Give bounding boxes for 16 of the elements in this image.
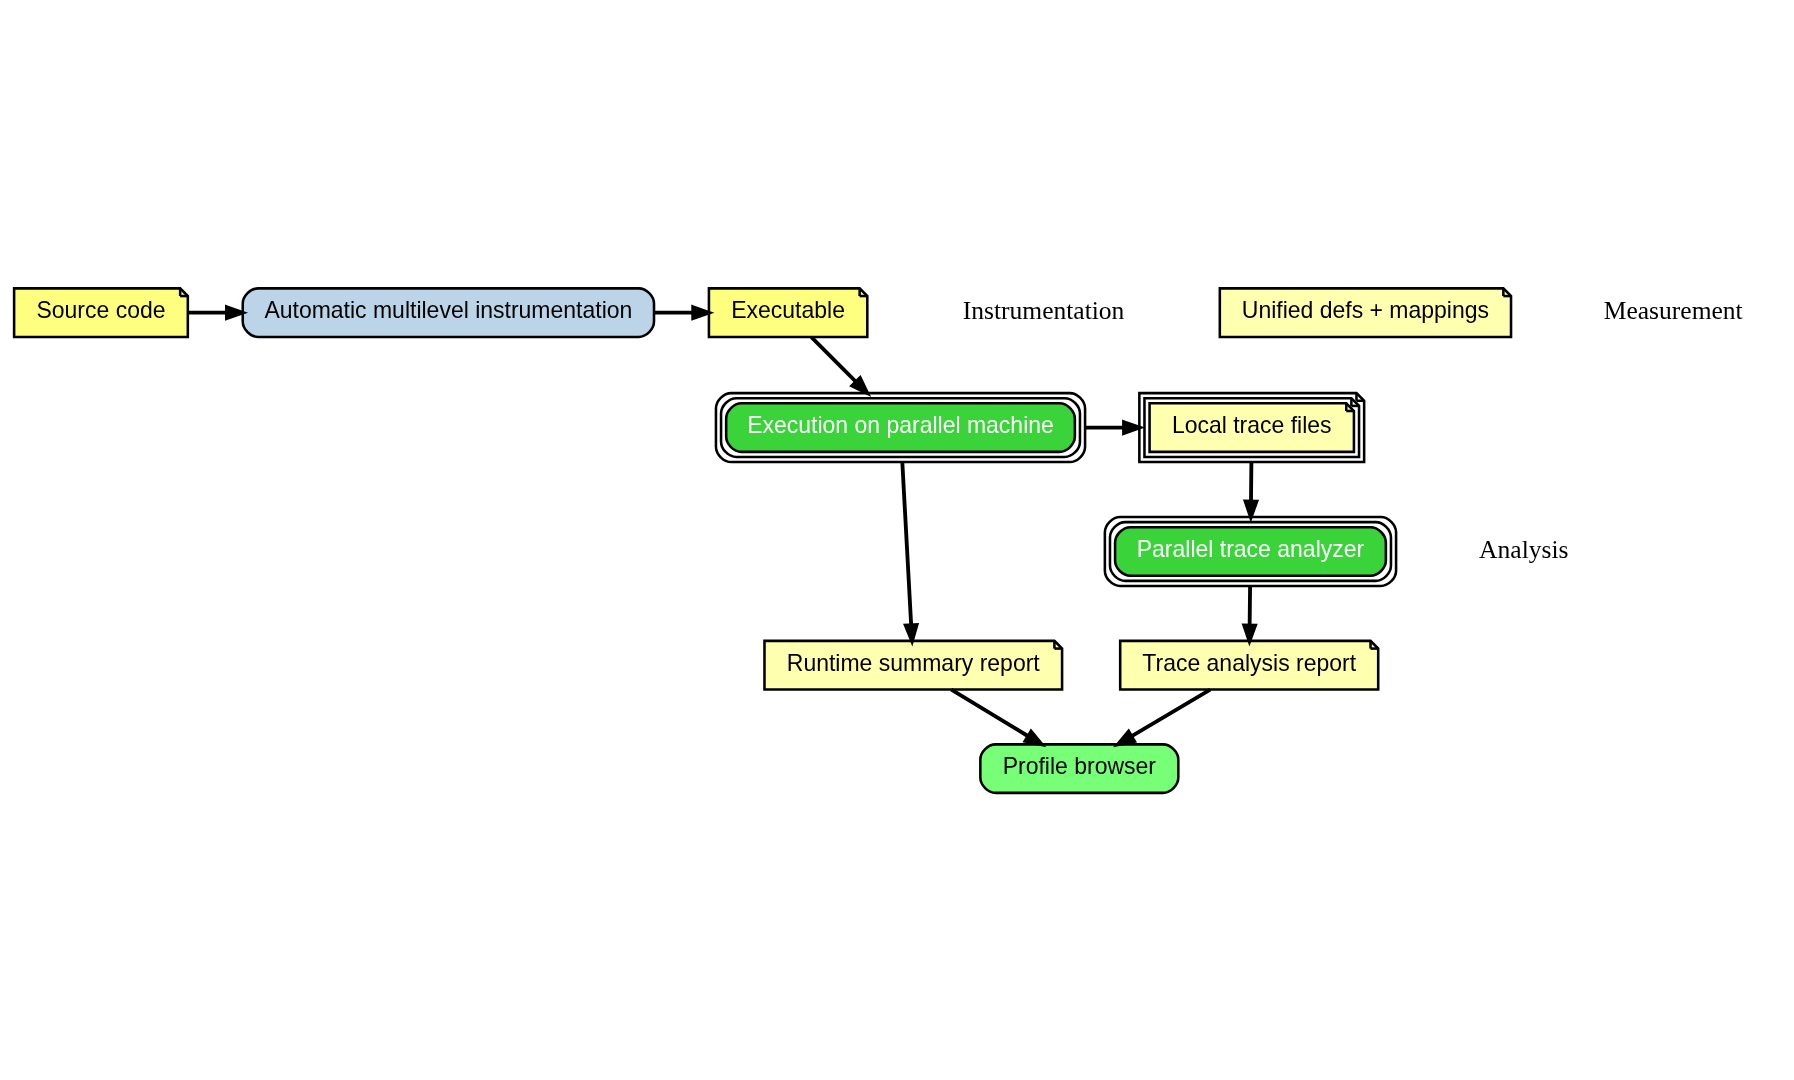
arrow <box>654 304 715 321</box>
node-box: Parallel trace analyzer <box>1103 515 1398 588</box>
label: Measurement <box>1603 296 1743 326</box>
arrow <box>950 687 1047 748</box>
arrow <box>1241 586 1258 647</box>
node-box: Execution on parallel machine <box>714 391 1087 464</box>
arrow <box>1113 687 1212 748</box>
arrow <box>187 304 249 321</box>
arrow <box>810 335 872 397</box>
label: Instrumentation <box>962 296 1125 326</box>
arrow <box>1085 419 1146 436</box>
arrow <box>1242 462 1260 523</box>
node-box: Automatic multilevel instrumentation <box>241 287 656 339</box>
arrow <box>900 462 920 647</box>
label: Analysis <box>1479 534 1569 564</box>
node-box: Profile browser <box>979 743 1180 795</box>
